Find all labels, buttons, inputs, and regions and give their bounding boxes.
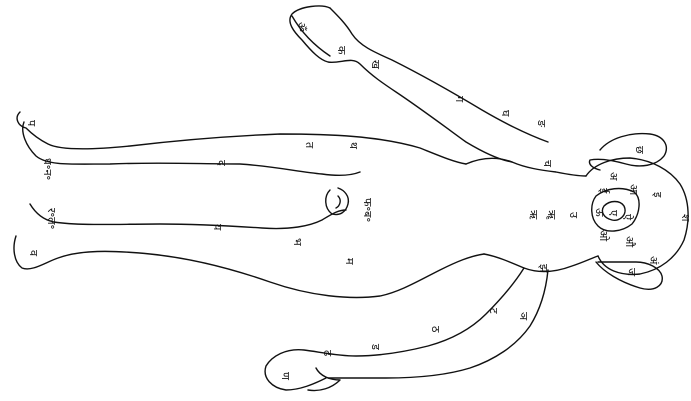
mark-face-6: ऊ [593,208,606,217]
syllable-marks: ॐ क ख ग घ ङ च छ अ आ इ ई उ ऊ ए ऐ ओ औ अं ज… [25,22,691,381]
mark-shoulder-lower: ञ [517,312,530,321]
mark-forearm-upper: ख [369,60,382,70]
mark-hand-upper: क [335,46,348,55]
mark-ear-lower: ज [625,268,638,277]
mark-thigh-upper: थ [347,142,360,150]
mark-hip-lower: भ [291,238,304,246]
mark-hand-upper-tip: ॐ [295,22,308,32]
mark-foot-lower: व [27,250,40,257]
mark-face-10: औ [623,236,636,248]
mark-genital: फ॰ब॰ [361,198,374,222]
mark-elbow-upper: घ [499,110,512,117]
mark-foot-upper: प [25,120,38,127]
mark-thigh-lower: म [343,258,356,265]
mark-ankle-upper: ध॰न॰ [41,158,54,180]
body-outline [14,6,688,391]
mark-face-9: ओ [597,230,610,242]
mark-face-7: ए [607,210,620,217]
mark-face-2: आ [627,184,640,196]
mark-shoulder-upper: ङ [535,119,548,128]
mark-forearm-lower: ड [369,343,382,350]
mark-ankle-lower: र॰ल॰ [45,208,58,229]
mark-face-5: उ [567,212,580,219]
mark-upperarm-upper: ग [453,96,466,103]
mark-chin-2: ॠ [545,210,558,220]
mark-knee-upper: द [215,160,228,166]
mark-head-right: श [679,214,691,222]
mark-neck-lower: झ [537,264,550,273]
mark-face-3: इ [651,192,664,198]
mark-face-8: ऐ [621,214,634,221]
mark-upperarm-lower: ठ [429,326,442,333]
mark-chin-1: ऋ [527,210,540,220]
mark-crown: अं [647,256,660,265]
mark-neck-upper: च [541,160,554,168]
mark-elbow-lower: ट [487,308,500,314]
mark-hip-upper: त [303,142,316,149]
mark-face-1: अ [607,172,620,181]
mark-ear-upper: छ [633,146,646,154]
mark-hand-lower: ढ [321,350,334,357]
mark-hand-lower-tip: ण [279,372,292,381]
mark-knee-lower: य [211,224,224,231]
